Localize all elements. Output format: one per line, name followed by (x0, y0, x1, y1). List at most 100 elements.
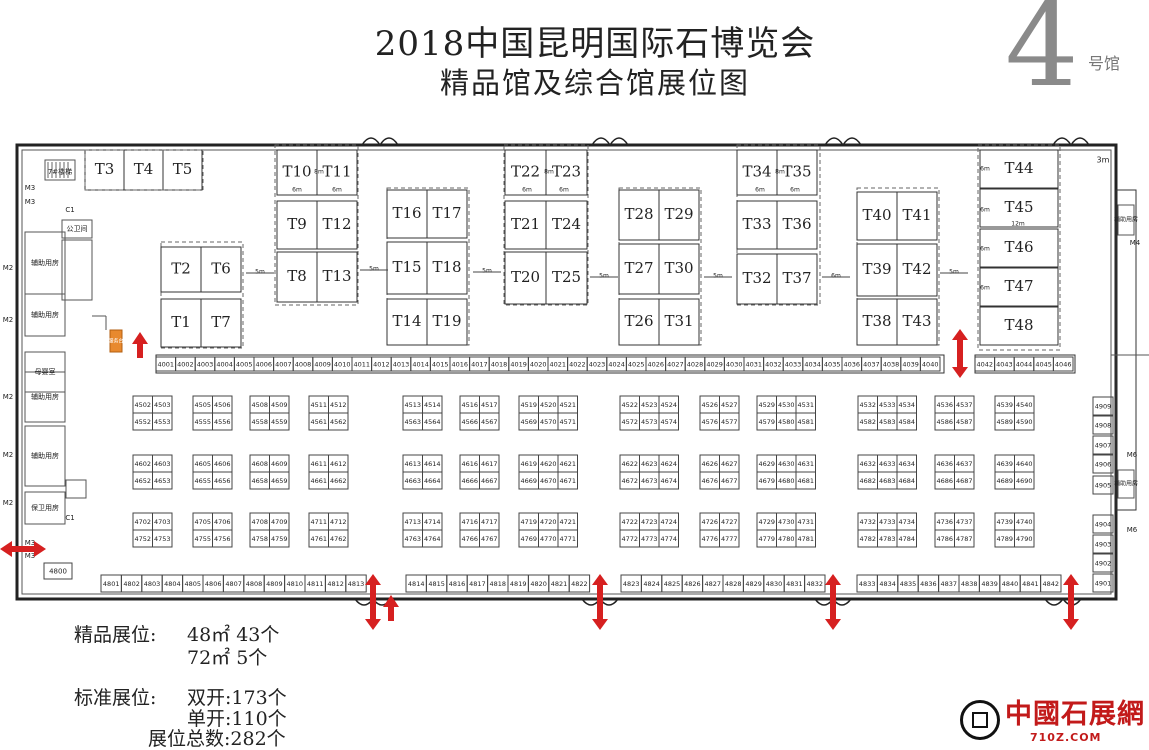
standard-booth-label: 4835 (900, 580, 917, 588)
premium-booth (979, 149, 1059, 189)
standard-booth-label: 4782 (859, 535, 876, 543)
standard-booth-label: 4576 (701, 418, 718, 426)
standard-booth-label: 4729 (758, 518, 775, 526)
standard-booth-label: 4009 (314, 361, 331, 369)
standard-booth-label: 4790 (1016, 535, 1033, 543)
premium-booth-label: T8 (287, 267, 307, 285)
standard-booth (557, 471, 578, 490)
standard-booth (422, 471, 443, 490)
standard-booth-label: 4020 (530, 361, 547, 369)
standard-booth-label: 4653 (154, 477, 171, 485)
premium-booth-label: T20 (511, 268, 540, 286)
width-label: 6m (292, 187, 302, 194)
standard-booth-label: 4043 (996, 361, 1013, 369)
bidirectional-arrow-icon (825, 574, 841, 630)
gap-label: 5m (482, 268, 492, 275)
standard-booth-label: 4759 (271, 535, 288, 543)
standard-booth-label: 4003 (197, 361, 214, 369)
standard-booth-label: 4664 (424, 477, 441, 485)
standard-booth-label: 4786 (936, 535, 953, 543)
standard-booth-label: 4556 (214, 418, 231, 426)
premium-booth (426, 189, 468, 239)
premium-booth-label: T48 (1004, 316, 1033, 334)
standard-booth-label: 4008 (295, 361, 312, 369)
standard-booth-label: 4530 (778, 401, 795, 409)
standard-booth (1014, 529, 1035, 548)
premium-booth-label: T35 (782, 163, 811, 181)
standard-booth-label: 4616 (461, 460, 478, 468)
standard-booth-label: 4567 (481, 418, 498, 426)
standard-booth-label: 4673 (641, 477, 658, 485)
premium-booth-label: T23 (552, 163, 581, 181)
standard-booth-label: 4640 (1016, 460, 1033, 468)
premium-booth (426, 241, 468, 295)
standard-booth-label: 4802 (123, 580, 140, 588)
standard-booth-label: 4834 (879, 580, 896, 588)
standard-booth (658, 412, 679, 431)
right-aux-label: 辅助用房 (1114, 216, 1138, 224)
standard-booth-label: 4777 (721, 535, 738, 543)
standard-booth-label: 4732 (859, 518, 876, 526)
standard-booth (212, 412, 233, 431)
standard-booth-label: 4804 (164, 580, 181, 588)
standard-booth-label: 4533 (879, 401, 896, 409)
standard-booth-label: 4606 (214, 460, 231, 468)
premium-booth-label: T46 (1004, 238, 1033, 256)
standard-booth-label: 4040 (922, 361, 939, 369)
standard-booth-label: 4028 (687, 361, 704, 369)
standard-booth (328, 471, 349, 490)
standard-booth-label: 4714 (424, 518, 441, 526)
standard-booth-label: 4571 (559, 418, 576, 426)
standard-booth-label: 4539 (996, 401, 1013, 409)
standard-booth-label: 4046 (1055, 361, 1072, 369)
standard-booth-label: 4573 (641, 418, 658, 426)
bidirectional-arrow-icon (1063, 574, 1079, 630)
premium-booth-label: T9 (287, 215, 307, 233)
premium-booth (316, 200, 358, 250)
standard-booth-label: 4013 (393, 361, 410, 369)
premium-block-outline (84, 149, 204, 191)
standard-booth-label: 4781 (797, 535, 814, 543)
standard-booth-label: 4689 (996, 477, 1013, 485)
standard-booth-label: 4506 (214, 401, 231, 409)
standard-booth (422, 529, 443, 548)
service-room-label: 辅助用房 (31, 310, 59, 319)
standard-booth-label: 4753 (154, 535, 171, 543)
standard-booth (1092, 573, 1114, 593)
standard-booth-label: 4553 (154, 418, 171, 426)
premium-booth (426, 298, 468, 346)
standard-booth-label: 4019 (510, 361, 527, 369)
wall-label: C1 (65, 206, 74, 214)
standard-booth (954, 412, 975, 431)
standard-booth-label: 4806 (205, 580, 222, 588)
standard-booth-label: 4687 (956, 477, 973, 485)
stats-premium-48: 48㎡ 43个 (187, 624, 280, 646)
standard-booth-label: 4706 (214, 518, 231, 526)
standard-booth-label: 4502 (134, 401, 151, 409)
premium-booth-label: T10 (282, 163, 311, 181)
standard-booth-label: 4828 (725, 580, 742, 588)
standard-booth-label: 4726 (701, 518, 718, 526)
standard-booth (1092, 475, 1114, 495)
premium-booth-label: T26 (624, 312, 653, 330)
right-m6-label: M6 (1127, 451, 1138, 459)
standard-booth-label: 4017 (471, 361, 488, 369)
standard-booth-label: 4803 (144, 580, 161, 588)
standard-booth (479, 529, 500, 548)
standard-booth (212, 529, 233, 548)
standard-booth (568, 574, 591, 593)
standard-booth-label: 4733 (879, 518, 896, 526)
standard-booth-label: 4558 (251, 418, 268, 426)
stair-box (44, 159, 76, 181)
standard-booth-label: 4027 (667, 361, 684, 369)
standard-booth (557, 412, 578, 431)
premium-booth-label: T24 (552, 215, 581, 233)
standard-booth-label: 4717 (481, 518, 498, 526)
standard-booth-label: 4572 (621, 418, 638, 426)
width-label: 6m (980, 246, 990, 253)
premium-booth (776, 149, 818, 196)
standard-booth (1052, 356, 1074, 372)
standard-booth-label: 4508 (251, 401, 268, 409)
standard-booth-label: 4617 (481, 460, 498, 468)
standard-booth-label: 4623 (641, 460, 658, 468)
